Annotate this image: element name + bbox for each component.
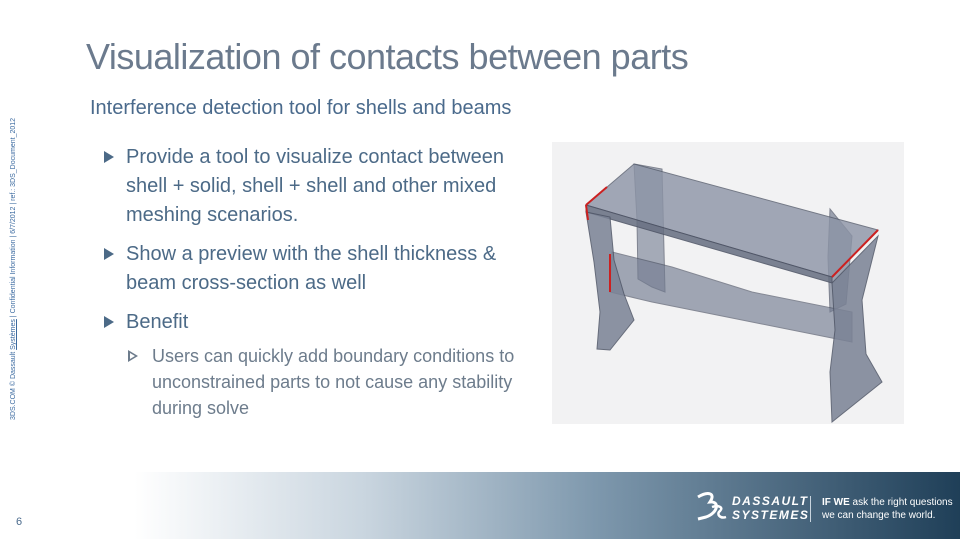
bullet-item: Benefit Users can quickly add boundary c… (104, 308, 534, 421)
company-link[interactable]: Systèmes (10, 319, 17, 350)
contact-edge-left (585, 186, 608, 206)
slide-title: Visualization of contacts between parts (86, 36, 689, 77)
bench-right-leg (829, 234, 883, 424)
outline-triangle-icon (128, 350, 138, 362)
slide-subtitle: Interference detection tool for shells a… (90, 97, 512, 119)
bullet-list: Provide a tool to visualize contact betw… (104, 143, 534, 431)
footer-divider (810, 496, 811, 522)
bullet-triangle-icon (104, 248, 114, 260)
tagline-line2: we can change the world. (822, 510, 936, 521)
bullet-item: Show a preview with the shell thickness … (104, 240, 534, 298)
contact-edge-right (831, 229, 879, 278)
brand-name-line2: SYSTEMES (732, 508, 810, 522)
dassault-3ds-logo-icon (697, 492, 727, 521)
page-number: 6 (16, 516, 23, 528)
footer-band (0, 472, 960, 539)
bullet-item: Provide a tool to visualize contact betw… (104, 143, 534, 230)
contact-edge-left-leg (585, 204, 589, 221)
bullet-triangle-icon (104, 151, 114, 163)
brand-name-line1: DASSAULT (732, 494, 809, 508)
bullet-triangle-icon (104, 316, 114, 328)
table-model-image (552, 142, 904, 424)
tagline-line1: IF WE ask the right questions (822, 497, 953, 508)
sub-bullet-list: Users can quickly add boundary condition… (126, 343, 534, 421)
bench-3d-model (584, 163, 883, 424)
confidential-side-text: 3DS.COM © Dassault Systèmes | Confidenti… (10, 117, 17, 420)
sub-bullet-item: Users can quickly add boundary condition… (126, 343, 534, 421)
